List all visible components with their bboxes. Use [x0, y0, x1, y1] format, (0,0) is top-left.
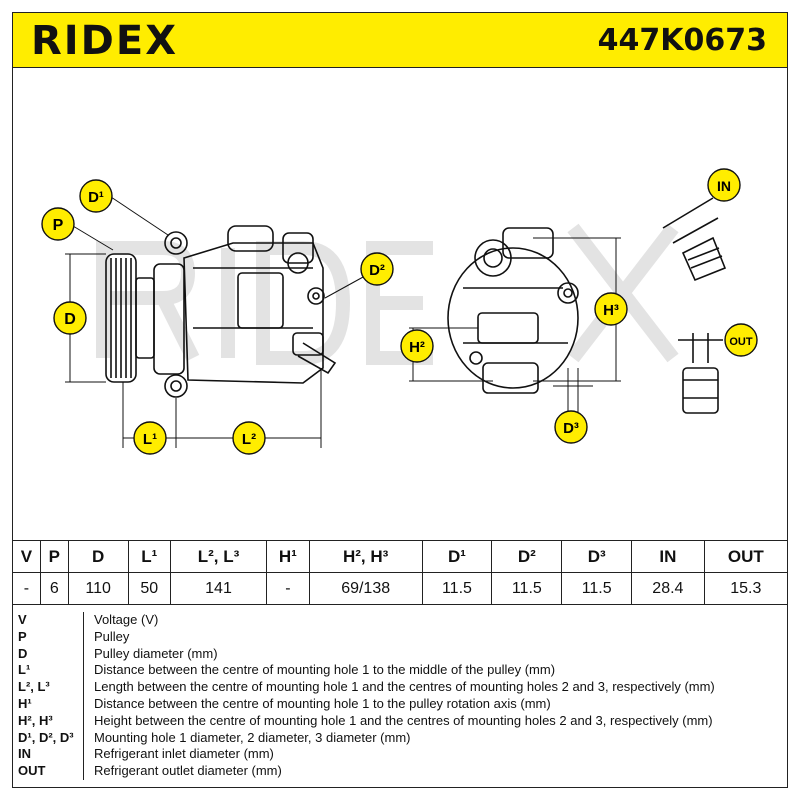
svg-text:P: P — [53, 217, 64, 234]
spec-header-cell: IN — [631, 540, 705, 573]
legend-description: Pulley diameter (mm) — [94, 645, 218, 661]
callout-d2: D² — [360, 252, 394, 286]
spec-header-cell: H², H³ — [308, 540, 423, 573]
svg-text:H³: H³ — [603, 302, 619, 319]
legend-row: L², L³ Length between the centre of mount… — [12, 679, 788, 696]
callout-p: P — [41, 207, 75, 241]
legend-key: P — [12, 628, 84, 646]
legend-row: P Pulley — [12, 628, 788, 646]
legend-key: D — [12, 645, 84, 663]
spec-header-cell: D³ — [561, 540, 633, 573]
legend-description: Height between the centre of mounting ho… — [94, 712, 713, 728]
legend-key: H², H³ — [12, 712, 84, 730]
spec-header-cell: V — [12, 540, 41, 573]
legend-description: Distance between the centre of mounting … — [94, 695, 551, 711]
spec-value-cell: 141 — [169, 572, 268, 605]
callout-out: OUT — [724, 323, 758, 357]
legend-key: V — [12, 612, 84, 629]
callout-l1: L¹ — [133, 421, 167, 455]
spec-value-cell: 50 — [127, 572, 171, 605]
callout-h3: H³ — [594, 292, 628, 326]
legend-row: V Voltage (V) — [12, 612, 788, 629]
svg-text:OUT: OUT — [729, 336, 753, 348]
legend-description: Pulley — [94, 628, 130, 644]
legend-key: L², L³ — [12, 679, 84, 696]
svg-text:L¹: L¹ — [143, 431, 157, 448]
legend-description: Refrigerant outlet diameter (mm) — [94, 763, 282, 779]
part-number: 447K0673 — [597, 23, 767, 58]
spec-header-cell: P — [39, 540, 69, 573]
header-bar: RIDEX 447K0673 — [12, 12, 788, 68]
legend-key: H¹ — [12, 695, 84, 713]
spec-value-cell: - — [12, 572, 41, 605]
spec-header-cell: D — [67, 540, 129, 573]
svg-text:D³: D³ — [563, 420, 579, 437]
legend-row: H¹ Distance between the centre of mountin… — [12, 695, 788, 713]
spec-value-cell: - — [266, 572, 310, 605]
svg-text:H²: H² — [409, 339, 425, 356]
spec-header-cell: L², L³ — [169, 540, 268, 573]
legend-description: Voltage (V) — [94, 612, 159, 627]
legend-key: D¹, D², D³ — [12, 729, 84, 747]
compressor-side-view — [105, 225, 337, 398]
legend-description: Distance between the centre of mounting … — [94, 662, 556, 678]
watermark — [96, 223, 679, 365]
legend-key: L¹ — [12, 662, 84, 680]
spec-header-cell: D¹ — [421, 540, 493, 573]
callout-d1: D¹ — [79, 179, 113, 213]
callout-h2: H² — [400, 329, 434, 363]
svg-text:L²: L² — [242, 431, 256, 448]
legend-key: IN — [12, 746, 84, 764]
inlet-fitting-drawing — [662, 197, 727, 282]
legend-row: IN Refrigerant inlet diameter (mm) — [12, 746, 788, 764]
svg-text:D¹: D¹ — [88, 189, 104, 206]
legend-row: D Pulley diameter (mm) — [12, 645, 788, 663]
spec-value-cell: 11.5 — [491, 572, 563, 605]
legend-description: Refrigerant inlet diameter (mm) — [94, 746, 274, 762]
spec-header-cell: H¹ — [266, 540, 310, 573]
legend-row: D¹, D², D³ Mounting hole 1 diameter, 2 di… — [12, 729, 788, 747]
callout-l2: L² — [232, 421, 266, 455]
spec-value-cell: 11.5 — [561, 572, 633, 605]
spec-value-cell: 28.4 — [631, 572, 705, 605]
legend-description: Mounting hole 1 diameter, 2 diameter, 3 … — [94, 729, 411, 745]
brand-logo: RIDEX — [31, 18, 179, 64]
svg-text:IN: IN — [717, 178, 731, 194]
technical-drawing: P D¹ D D² L¹ L² H² H³ D³ IN OUT — [41, 168, 758, 455]
spec-value-cell: 15.3 — [703, 572, 789, 605]
spec-header-cell: OUT — [703, 540, 789, 573]
legend-description: Length between the centre of mounting ho… — [94, 679, 715, 695]
spec-value-cell: 6 — [39, 572, 69, 605]
callout-d3: D³ — [554, 410, 588, 444]
compressor-front-view — [447, 227, 579, 394]
spec-header-cell: L¹ — [127, 540, 171, 573]
callout-d: D — [53, 301, 87, 335]
spec-header-cell: D² — [491, 540, 563, 573]
callout-labels: P D¹ D D² L¹ L² H² H³ D³ IN OUT — [41, 168, 758, 455]
spec-value-cell: 69/138 — [308, 572, 423, 605]
spec-value-cell: 11.5 — [421, 572, 493, 605]
outlet-fitting-drawing — [678, 333, 723, 414]
legend-row: OUT Refrigerant outlet diameter (mm) — [12, 763, 788, 780]
svg-text:D: D — [64, 311, 76, 328]
legend-row: L¹ Distance between the centre of mountin… — [12, 662, 788, 680]
legend-key: OUT — [12, 763, 84, 780]
svg-text:D²: D² — [369, 262, 385, 279]
legend-row: H², H³ Height between the centre of mount… — [12, 712, 788, 730]
callout-in: IN — [707, 168, 741, 202]
spec-value-cell: 110 — [67, 572, 129, 605]
